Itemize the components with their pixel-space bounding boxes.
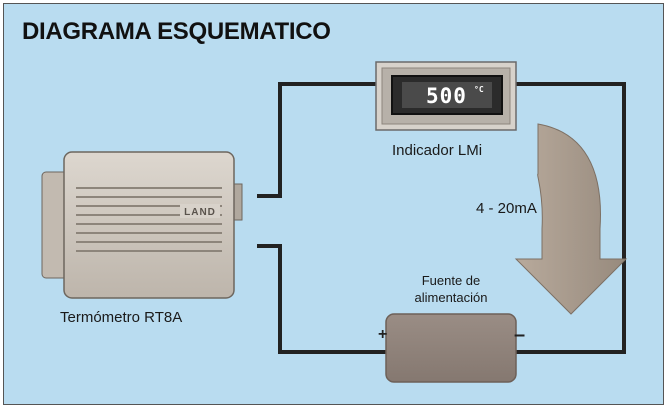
wire-bottom xyxy=(257,244,386,354)
indicator-label: Indicador LMi xyxy=(392,142,483,159)
diagram-canvas: 500 °C LAND xyxy=(41,61,628,383)
thermometer-device: LAND xyxy=(41,151,243,299)
indicator-device: 500 °C xyxy=(375,61,517,131)
thermometer-brand-logo: LAND xyxy=(184,207,216,218)
schematic-diagram: 500 °C LAND xyxy=(3,3,664,405)
thermometer-label: Termómetro RT8A xyxy=(60,309,183,326)
signal-arrow xyxy=(514,123,628,315)
power-supply-label: Fuente de alimentación xyxy=(400,272,502,306)
signal-label: 4 - 20mA xyxy=(476,200,537,217)
power-supply-label-line1: Fuente de xyxy=(421,273,481,288)
wire-top xyxy=(257,82,376,198)
power-supply xyxy=(385,313,517,383)
circuit-wires xyxy=(257,82,626,354)
indicator-display-unit: °C xyxy=(474,85,484,94)
indicator-display-value: 500 xyxy=(426,84,467,108)
negative-terminal-sign: – xyxy=(514,324,526,346)
positive-terminal-sign: + xyxy=(378,326,388,343)
diagram-title: DIAGRAMA ESQUEMATICO xyxy=(22,18,331,45)
power-supply-label-line2: alimentación xyxy=(414,290,488,305)
wire-right xyxy=(516,82,626,354)
